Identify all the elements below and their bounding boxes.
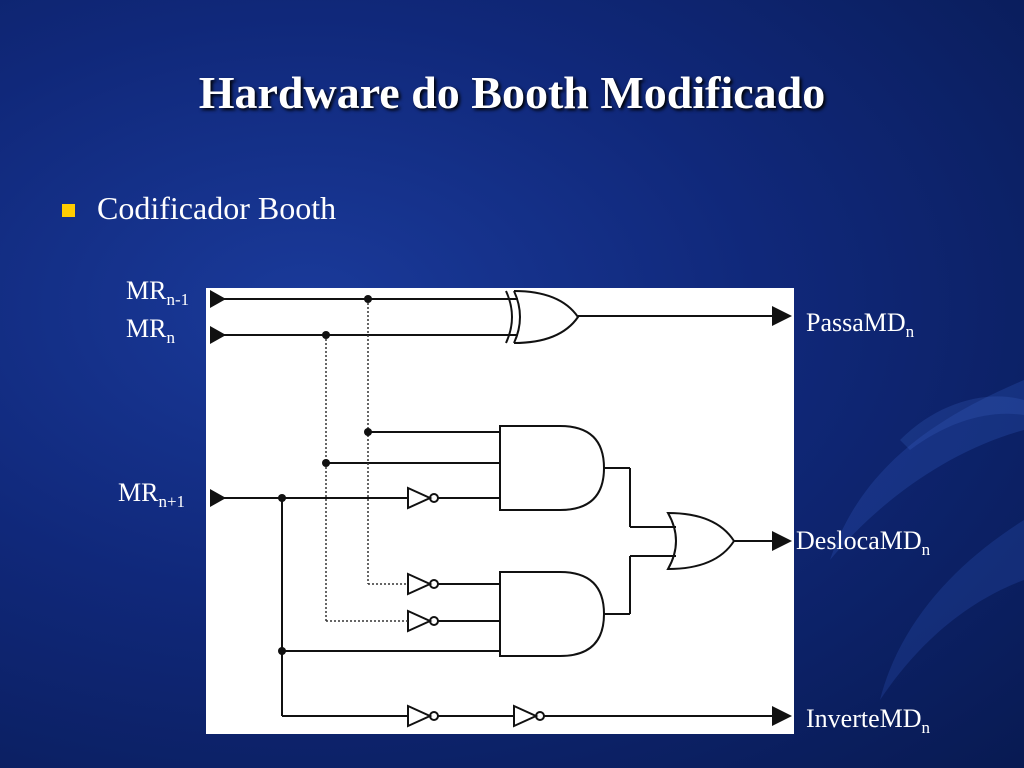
label-passa-md: PassaMDn bbox=[806, 308, 915, 341]
not-gate-1 bbox=[407, 486, 439, 510]
not-gate-2 bbox=[407, 572, 439, 596]
xor-gate bbox=[505, 290, 580, 344]
label-inverte-md: InverteMDn bbox=[806, 704, 931, 737]
not-gate-3 bbox=[407, 609, 439, 633]
and-gate-top bbox=[499, 425, 606, 511]
label-mr-n: MRn bbox=[126, 314, 175, 347]
bullet-text: Codificador Booth bbox=[97, 190, 337, 226]
not-gate-5 bbox=[513, 704, 545, 728]
and-gate-bottom bbox=[499, 571, 606, 657]
label-mr-n-minus-1: MRn-1 bbox=[126, 276, 190, 309]
bullet-square-icon bbox=[62, 204, 75, 217]
not-gate-4 bbox=[407, 704, 439, 728]
or-gate bbox=[666, 511, 736, 571]
label-desloca-md: DeslocaMDn bbox=[796, 526, 931, 559]
input-arrows bbox=[210, 290, 226, 507]
slide-title: Hardware do Booth Modificado bbox=[198, 67, 826, 118]
output-arrows bbox=[772, 306, 792, 726]
bullet-item: Codificador Booth bbox=[62, 190, 336, 227]
label-mr-n-plus-1: MRn+1 bbox=[118, 478, 186, 511]
